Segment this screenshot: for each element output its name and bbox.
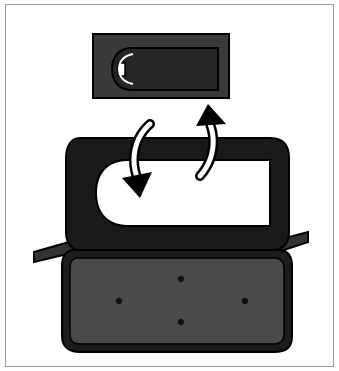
frame-border <box>5 4 334 367</box>
clip-holder-icon <box>65 137 290 251</box>
cover-cap-icon <box>92 33 230 99</box>
rotate-arrow-down-icon <box>122 119 155 198</box>
rotate-arrow-up-icon <box>195 104 226 181</box>
device-body-icon <box>61 249 293 353</box>
